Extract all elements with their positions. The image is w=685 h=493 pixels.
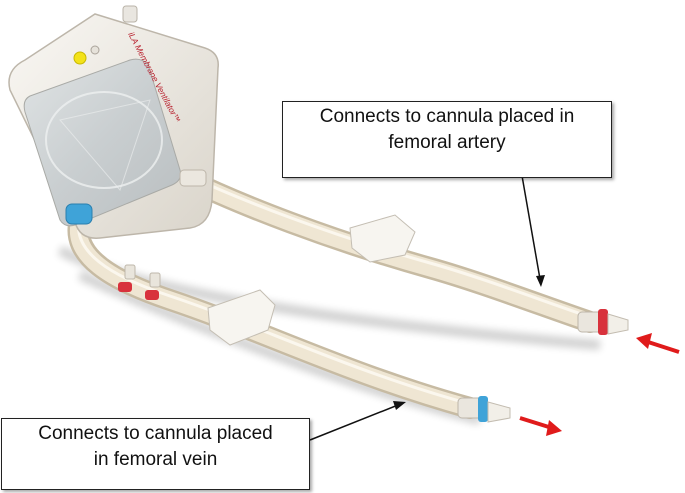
outflow-arrow-icon xyxy=(519,416,562,436)
artery-callout-line2: femoral artery xyxy=(388,132,506,153)
red-stopcocks xyxy=(118,264,161,300)
venous-tube xyxy=(67,209,481,419)
membrane-ventilator: iLA Membrane Ventilator™ xyxy=(8,5,219,239)
vein-callout-line1: Connects to cannula placed xyxy=(38,423,273,444)
vein-callout: Connects to cannula placed in femoral ve… xyxy=(1,418,310,490)
artery-pointer-arrow xyxy=(520,169,545,287)
arterial-connector xyxy=(577,309,629,335)
floor-shadow xyxy=(57,245,601,425)
tube-clamps xyxy=(207,214,416,346)
vein-pointer-arrow xyxy=(309,401,406,441)
artery-callout: Connects to cannula placed in femoral ar… xyxy=(282,101,612,178)
inflow-arrow-icon xyxy=(636,333,680,354)
arterial-tube xyxy=(174,167,601,333)
artery-callout-line1: Connects to cannula placed in xyxy=(319,106,575,127)
venous-connector xyxy=(457,396,511,423)
vein-callout-line2: in femoral vein xyxy=(93,449,218,470)
